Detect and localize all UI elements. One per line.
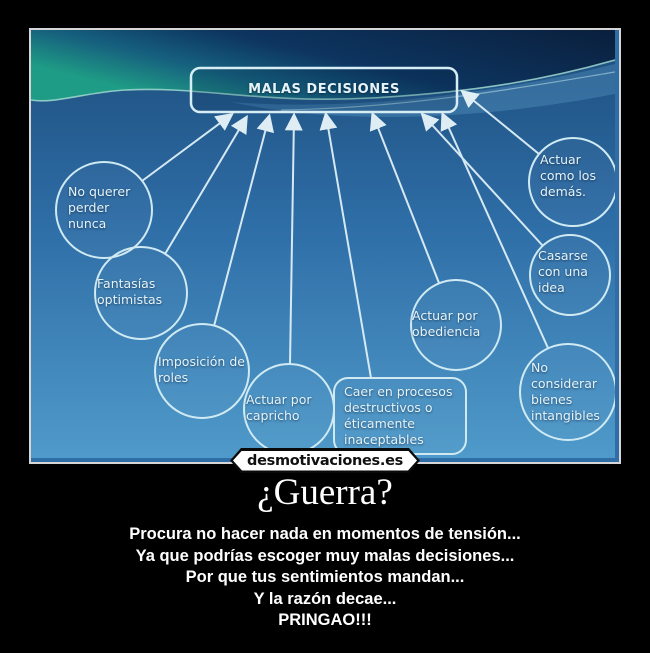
bubble-label-no-considerar-bienes: No considerar bienes intangibles — [531, 360, 600, 423]
swoosh-highlight-line — [31, 59, 615, 102]
bubble-label-no-querer-perder-nunca: No querer perder nunca — [68, 184, 131, 231]
caption-line-3: Por que tus sentimientos mandan... — [185, 568, 465, 586]
main-box-label: MALAS DECISIONES — [248, 82, 400, 97]
caption-block: Procura no hacer nada en momentos de ten… — [0, 524, 650, 632]
bubble-label-imposicion-de-roles: Imposición de roles — [158, 354, 245, 385]
swoosh-light-band — [231, 64, 615, 117]
caption-line-4: Y la razón decae... — [253, 589, 397, 608]
watermark-ribbon: desmotivaciones.es — [230, 448, 420, 473]
bubble-label-actuar-por-capricho: Actuar por capricho — [246, 392, 312, 423]
bubble-label-caer-en-procesos: Caer en procesos destructivos o éticamen… — [344, 384, 453, 447]
poster-title: ¿Guerra? — [257, 472, 393, 513]
main-box-shape — [189, 66, 459, 114]
caption-line-1: Procura no hacer nada en momentos de ten… — [129, 525, 521, 543]
swoosh-dark-band — [31, 30, 615, 101]
bubble-label-fantasias-optimistas: Fantasías optimistas — [97, 276, 163, 307]
watermark-text: desmotivaciones.es — [247, 452, 403, 469]
caption-line-pringao: PRINGAO!!! — [278, 611, 372, 629]
diagram-image: MALAS DECISIONES No querer perder nunca … — [29, 28, 621, 464]
arrow-lines — [141, 89, 549, 379]
sky-background — [31, 30, 615, 458]
bubble-label-casarse-con-una-idea: Casarse con una idea — [538, 248, 588, 295]
bubble-label-actuar-como-los-demas: Actuar como los demás. — [540, 152, 596, 199]
caption-line-2: Ya que podrías escoger muy malas decisio… — [135, 546, 515, 565]
bubble-shapes — [55, 137, 615, 455]
watermark-ribbon-inner: desmotivaciones.es — [233, 451, 417, 471]
concept-map-svg — [31, 30, 615, 458]
bubble-label-actuar-por-obediencia: Actuar por obediencia — [412, 308, 481, 339]
